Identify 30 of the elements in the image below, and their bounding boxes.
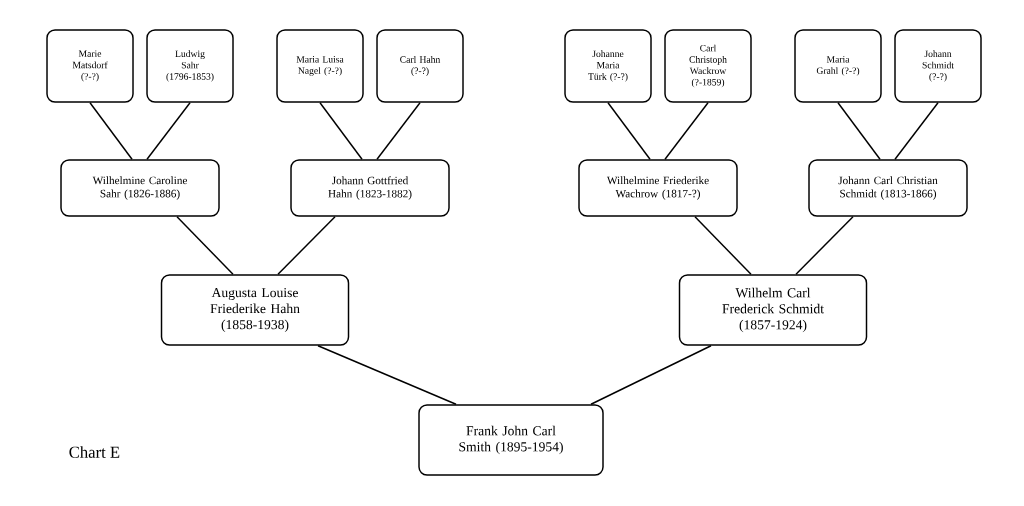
person-box: Johann Gottfried Hahn (1823-1882): [290, 159, 450, 217]
connector-line: [590, 345, 712, 405]
person-box: Johann Schmidt (?-?): [894, 29, 982, 103]
connector-line: [894, 102, 939, 160]
person-box: Maria Grahl (?-?): [794, 29, 882, 103]
person-box: Ludwig Sahr (1796-1853): [146, 29, 234, 103]
connector-line: [376, 102, 421, 160]
connector-line: [795, 216, 854, 275]
connector-line: [694, 216, 752, 275]
person-box: Frank John Carl Smith (1895-1954): [418, 404, 604, 476]
person-box: Marie Matsdorf (?-?): [46, 29, 134, 103]
connector-line: [319, 102, 363, 160]
connector-line: [317, 345, 457, 405]
person-box: Wilhelmine Friederike Wachrow (1817-?): [578, 159, 738, 217]
person-box: Augusta Louise Friederike Hahn (1858-1938): [160, 274, 350, 346]
connector-line: [607, 102, 651, 160]
person-box: Wilhelm Carl Frederick Schmidt (1857-1924): [678, 274, 868, 346]
connector-line: [837, 102, 881, 160]
person-box: Wilhelmine Caroline Sahr (1826-1886): [60, 159, 220, 217]
person-box: Carl Hahn (?-?): [376, 29, 464, 103]
person-box: Carl Christoph Wackrow (?-1859): [664, 29, 752, 103]
connector-line: [89, 102, 133, 160]
connector-line: [277, 216, 336, 275]
person-box: Maria Luisa Nagel (?-?): [276, 29, 364, 103]
chart-label: Chart E: [69, 446, 120, 458]
person-box: Johanne Maria Türk (?-?): [564, 29, 652, 103]
connector-line: [146, 102, 191, 160]
person-box: Johann Carl Christian Schmidt (1813-1866): [808, 159, 968, 217]
connector-line: [664, 102, 709, 160]
connector-line: [176, 216, 234, 275]
